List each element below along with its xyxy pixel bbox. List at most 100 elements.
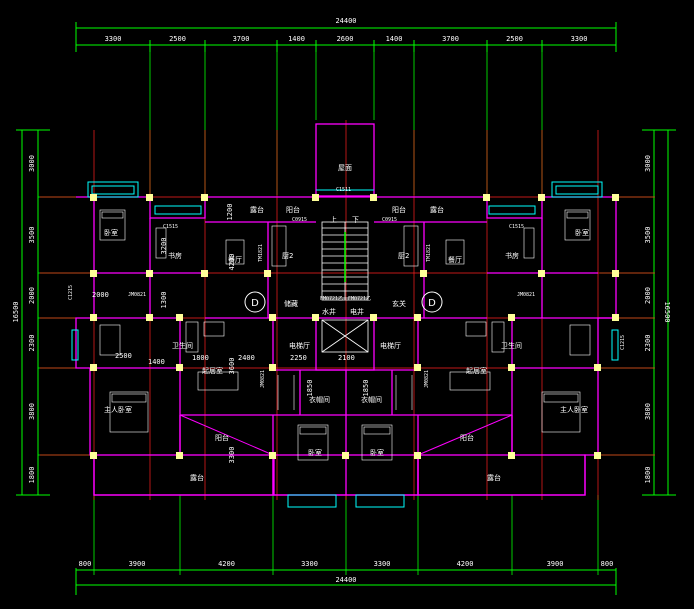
room-kitchen-l: 厨2 [282, 252, 293, 260]
right-dim-2: 2000 [644, 287, 652, 304]
bottom-dim-7: 800 [601, 560, 614, 568]
overall-right-dim: 16500 [663, 301, 671, 322]
overall-top-dim: 24400 [335, 17, 356, 25]
dim-2000: 2000 [92, 291, 109, 299]
left-dim-4: 3800 [28, 403, 36, 420]
room-living-l: 起居室 [202, 366, 223, 375]
room-storage: 储藏 [284, 299, 298, 308]
right-dim-0: 3000 [644, 155, 652, 172]
tag-c1515a: C1515 [163, 224, 178, 230]
axis-bubble-right [421, 291, 443, 313]
room-bed-cl: 卧室 [308, 448, 322, 457]
tag-c1215b: C1215 [620, 335, 626, 350]
room-study-r: 书房 [505, 251, 519, 260]
overall-bottom-dim: 24400 [335, 576, 356, 584]
furniture [99, 209, 591, 461]
top-dim-0: 3300 [105, 35, 122, 43]
left-dim-0: 3000 [28, 155, 36, 172]
tag-c1511: C1511 [336, 187, 351, 193]
tag-c1215a: C1215 [68, 285, 74, 300]
room-elec: 电井 [350, 307, 364, 316]
room-bedroom-tl: 卧室 [104, 228, 118, 237]
dim-1200: 1200 [226, 204, 234, 221]
room-master-l: 主人卧室 [104, 405, 132, 414]
dim-4200: 4200 [228, 254, 236, 271]
windows [71, 181, 619, 508]
room-master-r: 主人卧室 [560, 405, 588, 414]
overall-left-dim: 16500 [12, 301, 20, 322]
room-wardrobe-r: 衣帽间 [361, 395, 382, 404]
tag-tm1821b: TM1821 [426, 244, 432, 262]
room-living-r: 起居室 [466, 366, 487, 375]
dim-1300: 1300 [160, 292, 168, 309]
room-balcony-cl: 露台 [250, 205, 264, 214]
room-bath-l: 卫生间 [172, 341, 193, 350]
top-dim-2: 3700 [233, 35, 250, 43]
left-dim-3: 2300 [28, 335, 36, 352]
dim-1850b: 1850 [362, 380, 370, 397]
right-dim-5: 1800 [644, 467, 652, 484]
bottom-dim-6: 3900 [547, 560, 564, 568]
stair-up: 上 [330, 215, 337, 224]
dim-1400: 1400 [148, 358, 165, 366]
tag-jm0821d: JM0821 [424, 370, 430, 388]
room-dining-r: 餐厅 [448, 255, 462, 264]
balcony-edges [179, 414, 513, 456]
bottom-dim-2: 4200 [218, 560, 235, 568]
room-lobby-r: 电梯厅 [380, 341, 401, 350]
room-shaft: 水井 [322, 307, 336, 316]
room-lobby-l: 电梯厅 [289, 341, 310, 350]
axis-bubbles [244, 291, 443, 313]
dim-2500: 2500 [115, 352, 132, 360]
tag-tm1821a: TM1821 [258, 244, 264, 262]
room-deck-r: 阳台 [460, 433, 474, 442]
tag-c1515b: C1515 [509, 224, 524, 230]
bottom-dim-5: 4200 [457, 560, 474, 568]
columns [90, 194, 619, 459]
top-dim-1: 2500 [169, 35, 186, 43]
tag-jm0821b: JM0821 [517, 292, 535, 298]
room-kitchen-r: 厨2 [398, 252, 409, 260]
dim-3600: 3600 [228, 358, 236, 375]
tag-jm0821a: JM0821 [128, 292, 146, 298]
bottom-dim-4: 3300 [374, 560, 391, 568]
dim-2400: 2400 [238, 354, 255, 362]
bottom-dim-0: 800 [79, 560, 92, 568]
axis-bubble-left [244, 291, 266, 313]
tag-c0915a: C0915 [292, 217, 307, 223]
stair-down: 下 [352, 216, 359, 224]
bottom-dim-3: 3300 [301, 560, 318, 568]
room-yangtai-cr: 阳台 [392, 205, 406, 214]
room-roof: 屋面 [338, 164, 352, 172]
tag-jm0821c: JM0821 [260, 370, 266, 388]
tag-fm0721b: FM0721乙 [348, 295, 371, 302]
room-balcony-cr: 露台 [430, 205, 444, 214]
top-dim-8: 3300 [571, 35, 588, 43]
room-terrace-br: 露台 [487, 473, 501, 482]
room-terrace-bl: 露台 [190, 473, 204, 482]
room-bath-r: 卫生间 [501, 341, 522, 350]
tag-c0915b: C0915 [382, 217, 397, 223]
room-entry: 玄关 [392, 299, 406, 308]
right-dim-4: 3800 [644, 403, 652, 420]
top-dim-3: 1400 [288, 35, 305, 43]
room-bed-cr: 卧室 [370, 448, 384, 457]
top-dim-5: 1400 [386, 35, 403, 43]
dim-1800: 1800 [192, 354, 209, 362]
left-dim-2: 2000 [28, 287, 36, 304]
room-deck-l: 阳台 [215, 433, 229, 442]
left-dim-5: 1800 [28, 467, 36, 484]
top-dim-7: 2500 [506, 35, 523, 43]
axis-label-right: D [428, 298, 436, 309]
dim-3200: 3200 [160, 238, 168, 255]
room-wardrobe-l: 衣帽间 [309, 395, 330, 404]
right-dim-3: 2300 [644, 335, 652, 352]
room-study-l: 书房 [168, 251, 182, 260]
room-bedroom-tr: 卧室 [575, 228, 589, 237]
top-dim-6: 3700 [442, 35, 459, 43]
room-dining-l: 餐厅 [228, 255, 242, 264]
tag-fm0721a: FM0721乙 [320, 295, 343, 302]
dim-1850a: 1850 [306, 380, 314, 397]
